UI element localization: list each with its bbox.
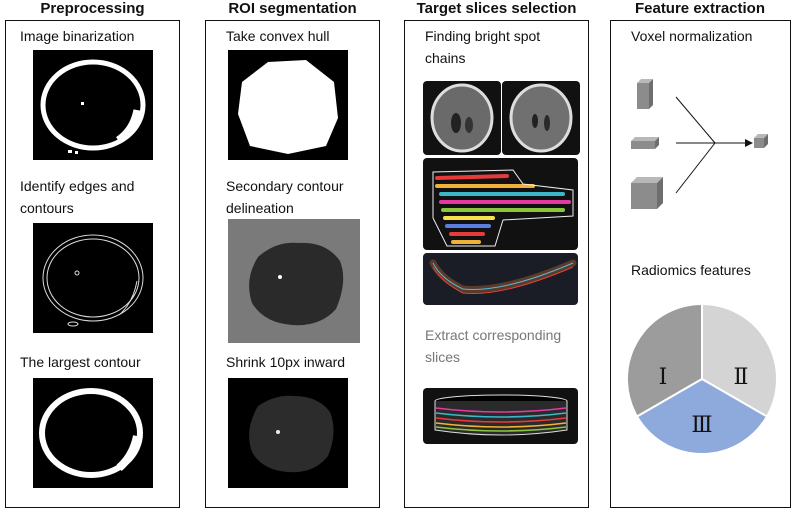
voxel-normalization-diagram	[631, 79, 768, 209]
normalized-voxel-cube-icon	[754, 134, 768, 148]
bright-spot-chains-3d	[423, 158, 578, 250]
pie-slice-3	[635, 377, 769, 454]
panel-feature-extraction: Voxel normalization R	[610, 20, 791, 508]
step-identify-edges-line1: Identify edges and	[20, 178, 135, 194]
column-title-preprocessing: Preprocessing	[40, 0, 145, 17]
arrow-head-icon	[745, 139, 753, 147]
pie-slice-2	[701, 304, 777, 418]
pie-label-3: Ⅲ	[691, 413, 712, 438]
binarized-image	[33, 50, 153, 160]
column-title-roi-segmentation: ROI segmentation	[228, 0, 357, 17]
radiomics-pie-chart: Ⅰ Ⅱ Ⅲ	[627, 304, 777, 454]
converge-line-top	[675, 96, 716, 144]
edges-image	[33, 223, 153, 333]
tall-voxel-cube-icon	[637, 79, 653, 109]
step-radiomics-features: Radiomics features	[631, 262, 751, 278]
panel-roi-segmentation: Take convex hull Secondary contour delin…	[205, 20, 380, 508]
ct-slice-left	[423, 81, 501, 155]
step-extract-slices-line2: slices	[425, 349, 461, 365]
step-identify-edges-line2: contours	[20, 200, 74, 216]
step-bright-spot-line2: chains	[425, 50, 466, 66]
converge-line-bottom	[675, 142, 716, 194]
step-shrink-inward: Shrink 10px inward	[226, 354, 346, 370]
pie-label-1: Ⅰ	[659, 365, 668, 390]
panel-preprocessing: Image binarization Identify edges and co…	[5, 20, 180, 508]
largest-contour-image	[33, 378, 153, 488]
column-title-feature-extraction: Feature extraction	[634, 0, 766, 17]
column-title-target-slices: Target slices selection	[416, 0, 577, 17]
step-secondary-contour-line2: delineation	[226, 200, 294, 216]
chain-side-view	[423, 253, 578, 305]
secondary-contour-image	[228, 219, 360, 343]
extracted-slices-stack	[423, 388, 578, 444]
pie-label-2: Ⅱ	[734, 365, 749, 390]
step-largest-contour: The largest contour	[20, 354, 141, 370]
step-image-binarization: Image binarization	[20, 28, 135, 44]
pie-slice-1	[627, 304, 703, 418]
step-extract-slices-line1: Extract corresponding	[425, 327, 562, 343]
step-secondary-contour-line1: Secondary contour	[226, 178, 344, 194]
step-voxel-normalization: Voxel normalization	[631, 28, 753, 44]
ct-slice-right	[502, 81, 580, 155]
shrunk-roi-image	[228, 378, 348, 488]
convex-hull-image	[228, 50, 348, 160]
flat-voxel-cube-icon	[631, 137, 659, 149]
large-voxel-cube-icon	[631, 177, 663, 209]
step-convex-hull: Take convex hull	[226, 28, 330, 44]
step-bright-spot-line1: Finding bright spot	[425, 28, 541, 44]
panel-target-slices: Finding bright spot chains	[404, 20, 589, 508]
